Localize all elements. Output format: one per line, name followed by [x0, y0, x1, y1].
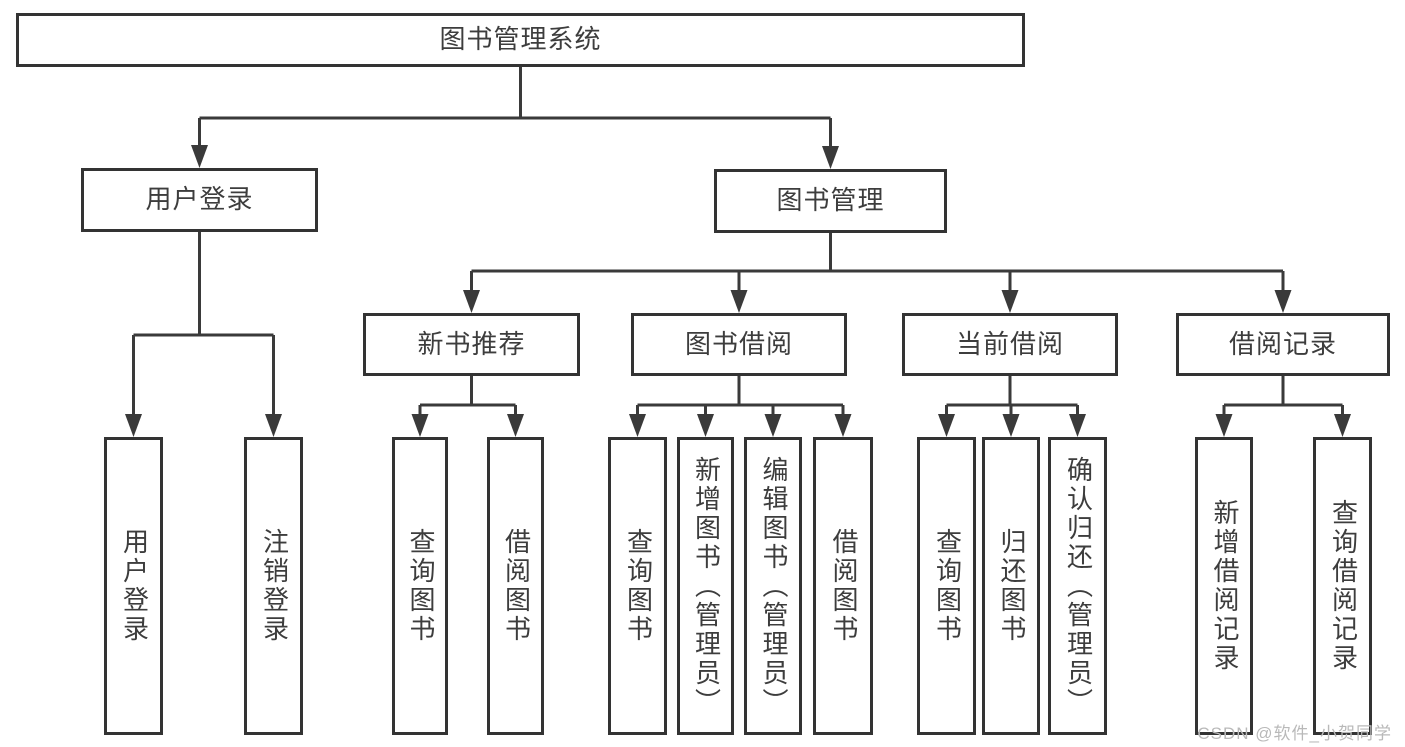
- leaf-edit-book-admin: 编辑图书（管理员）: [744, 437, 802, 735]
- leaf-query-borrow-record: 查询借阅记录: [1313, 437, 1372, 735]
- leaf-user-login: 用户登录: [104, 437, 163, 735]
- leaf-confirm-return-admin: 确认归还（管理员）: [1048, 437, 1107, 735]
- leaf-add-book-admin: 新增图书（管理员）: [677, 437, 734, 735]
- node-borrow-records: 借阅记录: [1176, 313, 1390, 376]
- node-new-book-recommend: 新书推荐: [363, 313, 580, 376]
- node-user-login: 用户登录: [81, 168, 318, 232]
- node-root: 图书管理系统: [16, 13, 1025, 67]
- leaf-add-borrow-record: 新增借阅记录: [1195, 437, 1253, 735]
- node-book-borrow: 图书借阅: [631, 313, 847, 376]
- leaf-logout: 注销登录: [244, 437, 303, 735]
- node-book-management: 图书管理: [714, 169, 947, 233]
- leaf-borrow-books-borrow: 借阅图书: [813, 437, 873, 735]
- node-current-borrow: 当前借阅: [902, 313, 1118, 376]
- leaf-query-books-borrow: 查询图书: [608, 437, 667, 735]
- leaf-query-books-recommend: 查询图书: [392, 437, 448, 735]
- leaf-return-book: 归还图书: [982, 437, 1040, 735]
- leaf-query-books-current: 查询图书: [917, 437, 976, 735]
- watermark-text: CSDN @软件_小贺同学: [1197, 724, 1392, 743]
- leaf-borrow-books-recommend: 借阅图书: [487, 437, 544, 735]
